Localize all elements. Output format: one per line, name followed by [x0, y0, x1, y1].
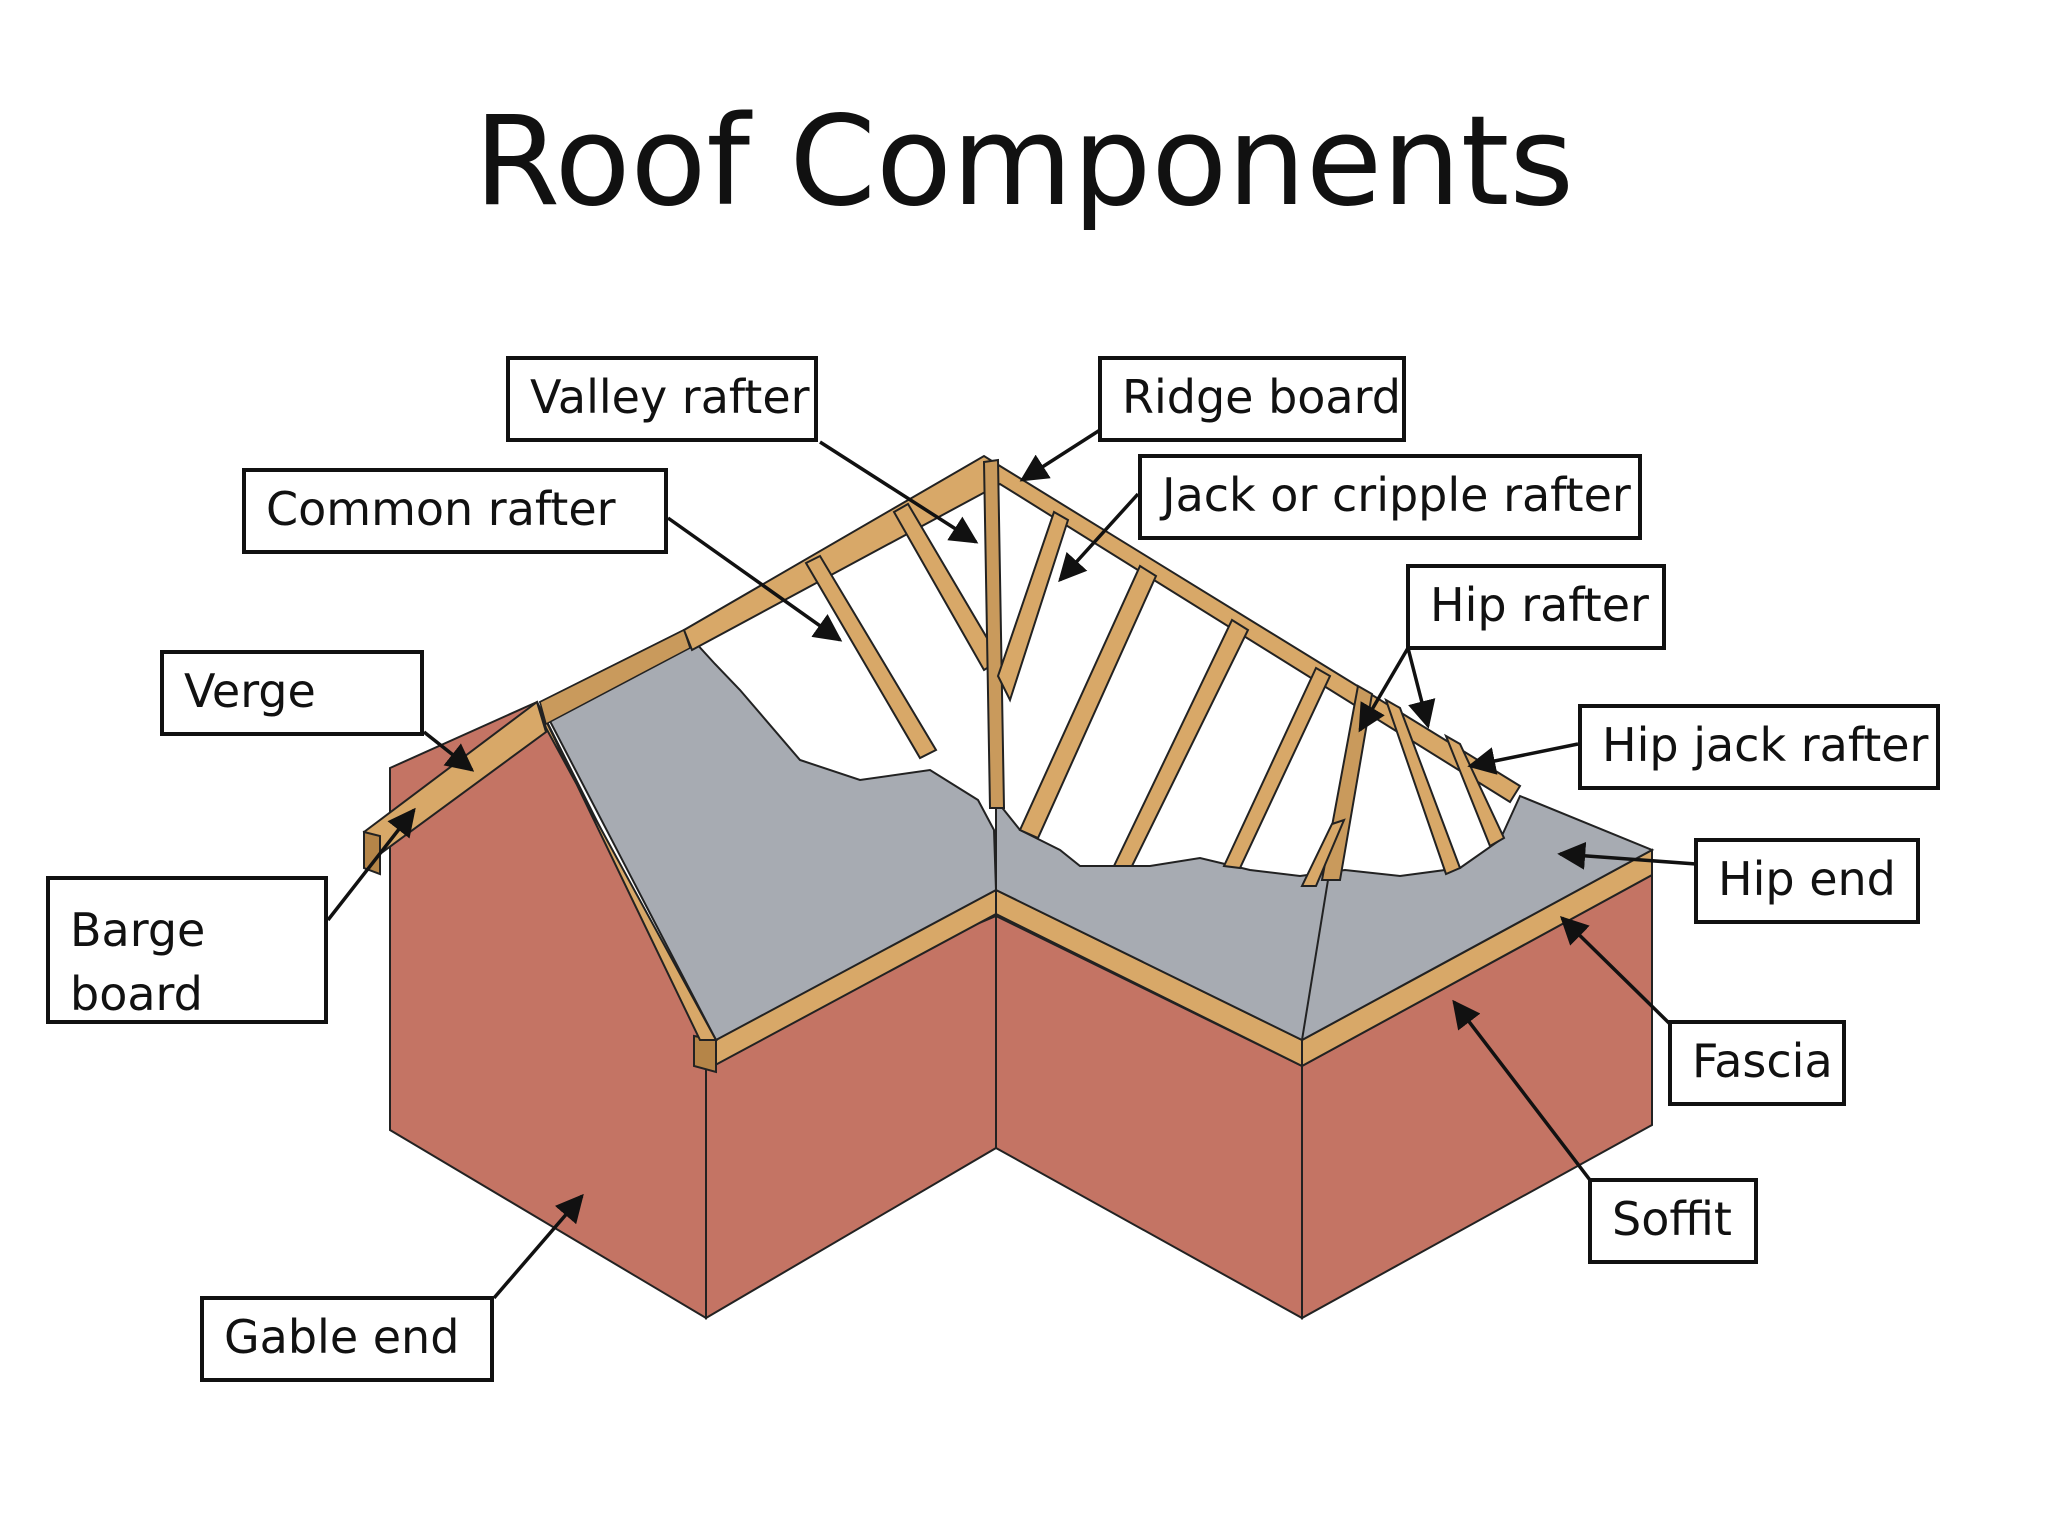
label-hip-end: Hip end — [1694, 838, 1920, 924]
leader-hip-jack-rafter — [1467, 742, 1579, 775]
gable-rake — [536, 701, 718, 1041]
label-soffit: Soffit — [1588, 1178, 1758, 1264]
jack-rafter-4 — [1222, 666, 1332, 870]
common-rafter-1 — [804, 554, 938, 760]
gable-roof-slope — [538, 628, 998, 1042]
jack-rafter-2 — [1018, 564, 1158, 840]
main-roof-slope — [995, 794, 1655, 1042]
label-common-rafter: Common rafter — [242, 468, 668, 554]
walls — [389, 700, 1653, 1320]
ridge-board — [682, 454, 1522, 804]
roof-covering — [538, 628, 1655, 1042]
leader-common-rafter — [666, 516, 843, 642]
page-title: Roof Components — [474, 90, 1574, 234]
leader-jack-rafter — [1058, 492, 1140, 583]
barge-end — [363, 830, 381, 876]
jack-rafter-1 — [996, 510, 1070, 703]
leader-lines — [326, 428, 1697, 1300]
label-hip-rafter: Hip rafter — [1406, 564, 1666, 650]
leader-barge-board — [326, 807, 416, 922]
common-rafter-2 — [892, 502, 1002, 672]
label-jack-or-cripple-rafter: Jack or cripple rafter — [1138, 454, 1642, 540]
label-hip-jack-rafter: Hip jack rafter — [1578, 704, 1940, 790]
leader-hip-rafter-b — [1406, 647, 1436, 729]
leader-verge — [422, 730, 475, 772]
valley-rafter — [982, 458, 1006, 809]
leader-valley-rafter — [819, 440, 979, 544]
label-fascia: Fascia — [1668, 1020, 1846, 1106]
leader-ridge-board — [1019, 428, 1101, 482]
label-ridge-board: Ridge board — [1098, 356, 1406, 442]
ridge-eave-left — [539, 628, 691, 726]
leader-fascia — [1560, 916, 1672, 1026]
label-verge: Verge — [160, 650, 424, 736]
roof-framing — [682, 454, 1522, 887]
leader-hip-end — [1557, 841, 1697, 870]
hip-jack-rafter-2 — [1444, 733, 1506, 848]
label-barge-board: Barge board — [46, 876, 328, 1024]
hip-line — [1301, 879, 1329, 1041]
short-jack-rafter — [1300, 818, 1346, 887]
leader-gable-end — [492, 1193, 584, 1300]
leader-hip-rafter-a — [1358, 647, 1410, 733]
jack-rafter-3 — [1112, 618, 1250, 867]
label-gable-end: Gable end — [200, 1296, 494, 1382]
label-valley-rafter: Valley rafter — [506, 356, 818, 442]
fascia-boards — [693, 848, 1653, 1074]
fascia-end — [693, 1034, 717, 1074]
hip-jack-rafter-1 — [1384, 697, 1462, 876]
leader-soffit — [1452, 999, 1592, 1182]
